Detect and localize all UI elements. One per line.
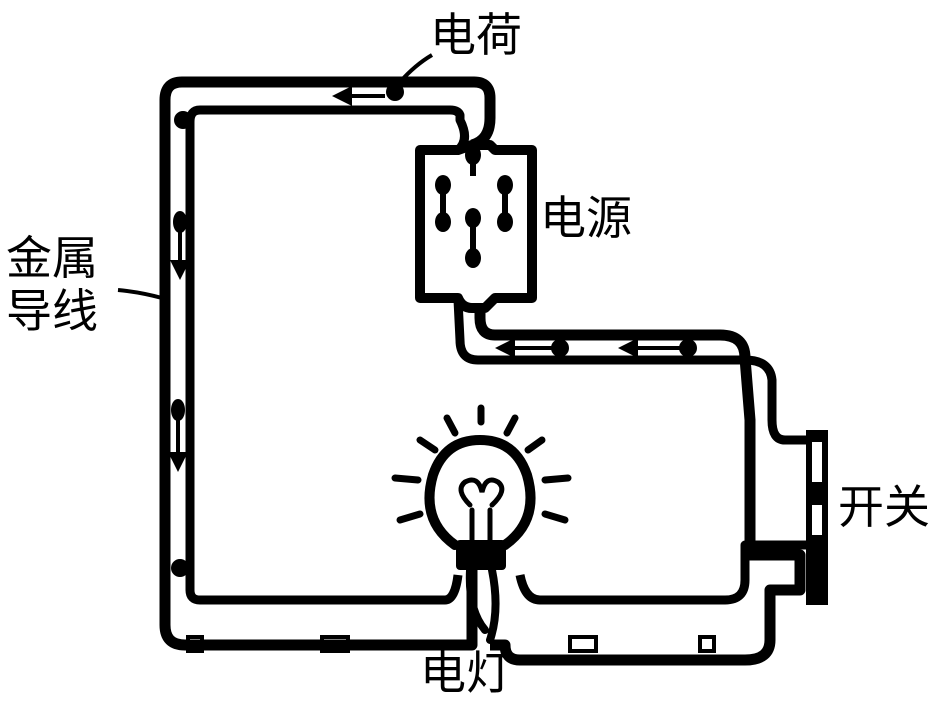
charge-label-leader xyxy=(398,53,434,84)
wire-segments xyxy=(186,635,716,653)
switch xyxy=(806,430,828,605)
switch-label: 开关 xyxy=(838,480,930,534)
metal-wire-label: 金属 导线 xyxy=(6,232,98,338)
charge-label: 电荷 xyxy=(430,8,522,62)
lamp-label: 电灯 xyxy=(420,646,512,700)
metal-wire-label-line1: 金属 xyxy=(6,231,98,285)
metal-wire-label-line2: 导线 xyxy=(6,283,98,338)
wire-label-leader xyxy=(117,288,163,300)
wire-inner xyxy=(185,105,820,605)
light-bulb xyxy=(424,434,536,644)
wire-charges xyxy=(168,83,697,577)
light-rays xyxy=(391,404,572,524)
power-source-label: 电源 xyxy=(540,191,632,245)
source-charges xyxy=(435,145,513,268)
wire-outer xyxy=(159,76,806,666)
